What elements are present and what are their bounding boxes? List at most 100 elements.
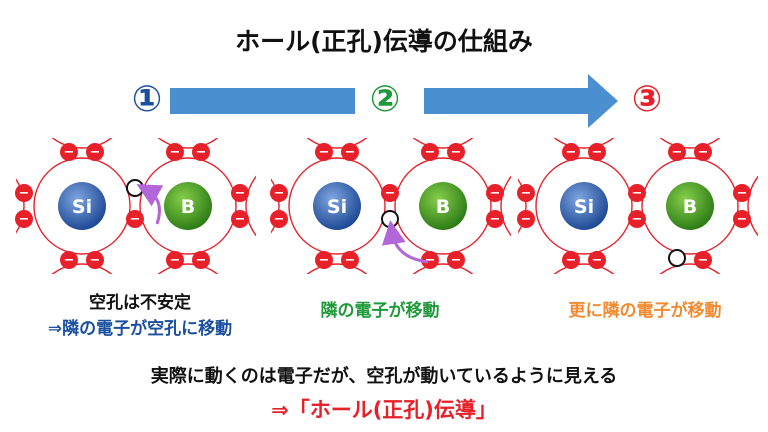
- electron: [341, 251, 359, 269]
- electron: [60, 143, 78, 161]
- b-atom-label: B: [683, 196, 697, 218]
- orbit-ring: [288, 157, 386, 255]
- electron: [588, 143, 606, 161]
- electron-sign: −: [592, 253, 603, 268]
- si-atom: [58, 182, 106, 230]
- electron: [562, 143, 580, 161]
- orbit-ring: [748, 52, 768, 148]
- electron-sign: −: [592, 145, 603, 160]
- electron-sign: −: [170, 253, 181, 268]
- b-atom: [164, 182, 212, 230]
- orbit-ring: [500, 175, 511, 237]
- electron: [192, 251, 210, 269]
- orbit-ring: [641, 157, 739, 255]
- b-atom: [666, 182, 714, 230]
- electron: [270, 210, 288, 228]
- electron-sign: −: [425, 145, 436, 160]
- electron: [517, 210, 535, 228]
- si-atom: [313, 182, 361, 230]
- summary-line-2: ⇒「ホール(正孔)伝導」: [271, 398, 497, 422]
- electron-sign: −: [672, 145, 683, 160]
- electron-sign: −: [90, 253, 101, 268]
- electron: [315, 143, 333, 161]
- si-atom-label: Si: [574, 196, 594, 218]
- orbit-ring: [659, 138, 721, 149]
- electron-sign: −: [274, 186, 285, 201]
- orbit-ring: [306, 263, 368, 274]
- step-2-label: ②: [369, 79, 401, 120]
- orbit-ring: [51, 263, 113, 274]
- b-atom-label: B: [436, 196, 450, 218]
- electron: [166, 251, 184, 269]
- electron-sign: −: [566, 253, 577, 268]
- electron-sign: −: [632, 186, 643, 201]
- summary-line-1: 実際に動くのは電子だが、空孔が動いているように見える: [150, 366, 618, 387]
- electron: [628, 184, 646, 202]
- orbit-ring: [412, 263, 474, 274]
- electron-sign: −: [737, 186, 748, 201]
- orbit-ring: [747, 175, 758, 237]
- caption-2: 隣の電子が移動: [320, 301, 440, 321]
- caption-3: 更に隣の電子が移動: [568, 301, 722, 321]
- arrow-segment-1: [170, 88, 355, 114]
- electron: [733, 184, 751, 202]
- electron: [733, 210, 751, 228]
- orbit-ring: [157, 263, 219, 274]
- orbit-ring: [553, 138, 615, 149]
- electron-sign: −: [19, 186, 30, 201]
- diagram-title: ホール(正孔)伝導の仕組み: [235, 27, 533, 56]
- electron-move-arrow: [381, 220, 429, 264]
- electron: [486, 184, 504, 202]
- electron: [231, 184, 249, 202]
- electron-sign: −: [451, 145, 462, 160]
- orbit-ring: [659, 263, 721, 274]
- electron-sign: −: [170, 145, 181, 160]
- electron-sign: −: [737, 212, 748, 227]
- orbit-ring: [245, 175, 256, 237]
- si-atom-label: Si: [72, 196, 92, 218]
- electron-sign: −: [64, 253, 75, 268]
- orbit-ring: [51, 138, 113, 149]
- electron: [315, 251, 333, 269]
- b-atom: [419, 182, 467, 230]
- electron: [694, 251, 712, 269]
- electron-sign: −: [632, 212, 643, 227]
- electron-sign: −: [490, 212, 501, 227]
- electron: [668, 143, 686, 161]
- electron: [421, 251, 439, 269]
- arrow-segment-2: [424, 88, 588, 114]
- orbit-ring: [157, 138, 219, 149]
- hole: [381, 210, 399, 228]
- electron: [421, 143, 439, 161]
- b-atom-label: B: [181, 196, 195, 218]
- orbit-ring: [306, 138, 368, 149]
- electron: [192, 143, 210, 161]
- electron: [60, 251, 78, 269]
- caption-1-line-1: 空孔は不安定: [89, 293, 191, 313]
- electron-sign: −: [235, 186, 246, 201]
- step-1-label: ①: [131, 79, 163, 120]
- orbit-ring: [394, 157, 492, 255]
- electron: [15, 184, 33, 202]
- orbit-ring: [271, 178, 280, 234]
- electron-sign: −: [698, 253, 709, 268]
- electron: [517, 184, 535, 202]
- electron-sign: −: [451, 253, 462, 268]
- electron-sign: −: [521, 186, 532, 201]
- orbit-ring: [412, 138, 474, 149]
- electron: [381, 184, 399, 202]
- electron-sign: −: [345, 253, 356, 268]
- orbit-ring: [553, 263, 615, 274]
- electron: [15, 210, 33, 228]
- electron-sign: −: [698, 145, 709, 160]
- si-atom-label: Si: [327, 196, 347, 218]
- electron-sign: −: [319, 253, 330, 268]
- orbit-ring: [0, 264, 24, 360]
- orbit-ring: [535, 157, 633, 255]
- electron: [231, 210, 249, 228]
- electron: [447, 143, 465, 161]
- electron: [694, 143, 712, 161]
- electron: [86, 143, 104, 161]
